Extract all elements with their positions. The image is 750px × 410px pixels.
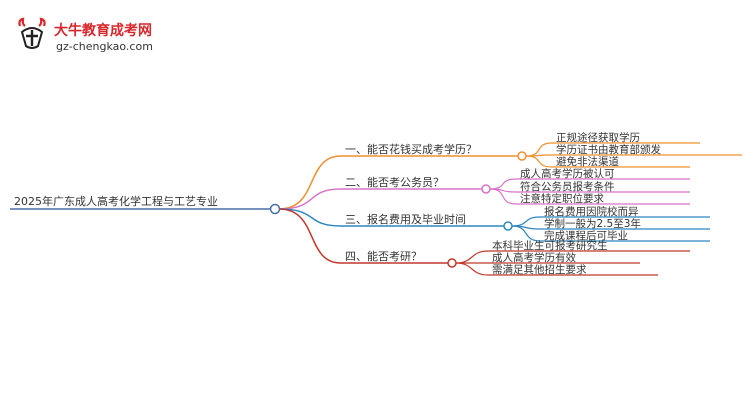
branch-3-child-1-link <box>511 216 541 227</box>
bull-logo-icon <box>18 17 46 49</box>
logo: 大牛教育成考网 gz-chengkao.com <box>14 14 174 54</box>
branch-2-child-1-label: 成人高考学历被认可 <box>520 167 615 180</box>
branch-1-link <box>278 155 342 210</box>
branch-3-label: 三、报名费用及毕业时间 <box>345 212 466 226</box>
branch-2-child-3-link <box>489 188 517 205</box>
branch-3-child-1-label: 报名费用因院校而异 <box>544 205 639 218</box>
branch-1-label: 一、能否花钱买成考学历？ <box>345 142 477 156</box>
root-label: 2025年广东成人高考化学工程与工艺专业 <box>14 194 218 208</box>
branch-4-child-2-label: 成人高考学历有效 <box>492 251 576 264</box>
branch-3-child-3-link <box>511 225 541 242</box>
branch-2-label: 二、能否考公务员？ <box>345 175 444 189</box>
branch-3-link <box>278 208 342 227</box>
root-node-circle[interactable] <box>269 203 281 215</box>
branch-3-child-3-label: 完成课程后可毕业 <box>544 229 628 242</box>
branch-1-node-circle[interactable] <box>517 151 527 161</box>
branch-3-child-2-label: 学制一般为2.5至3年 <box>544 217 641 230</box>
branch-1-child-1-link <box>525 142 553 157</box>
branch-4-node-circle[interactable] <box>447 258 457 268</box>
branch-4-child-3-label: 需满足其他招生要求 <box>492 263 587 276</box>
branch-4-child-1-label: 本科毕业生可报考研究生 <box>492 239 608 252</box>
branch-2-child-3-label: 注意特定职位要求 <box>520 192 604 205</box>
branch-1-child-1-label: 正规途径获取学历 <box>556 131 640 144</box>
branch-4-child-3-link <box>455 262 489 276</box>
branch-3-node-circle[interactable] <box>503 221 513 231</box>
branch-1-child-3-link <box>525 155 553 168</box>
logo-title: 大牛教育成考网 <box>54 23 152 39</box>
branch-2-node-circle[interactable] <box>481 184 491 194</box>
branch-2-child-2-label: 符合公务员报考条件 <box>520 180 615 193</box>
logo-url: gz-chengkao.com <box>56 40 153 53</box>
branch-2-link <box>278 188 342 210</box>
branch-4-child-1-link <box>455 250 489 264</box>
branch-4-link <box>278 208 342 264</box>
branch-4-label: 四、能否考研？ <box>345 249 422 263</box>
branch-1-child-3-label: 避免非法渠道 <box>556 155 619 168</box>
branch-1-child-2-label: 学历证书由教育部颁发 <box>556 143 661 156</box>
branch-2-child-1-link <box>489 178 517 190</box>
